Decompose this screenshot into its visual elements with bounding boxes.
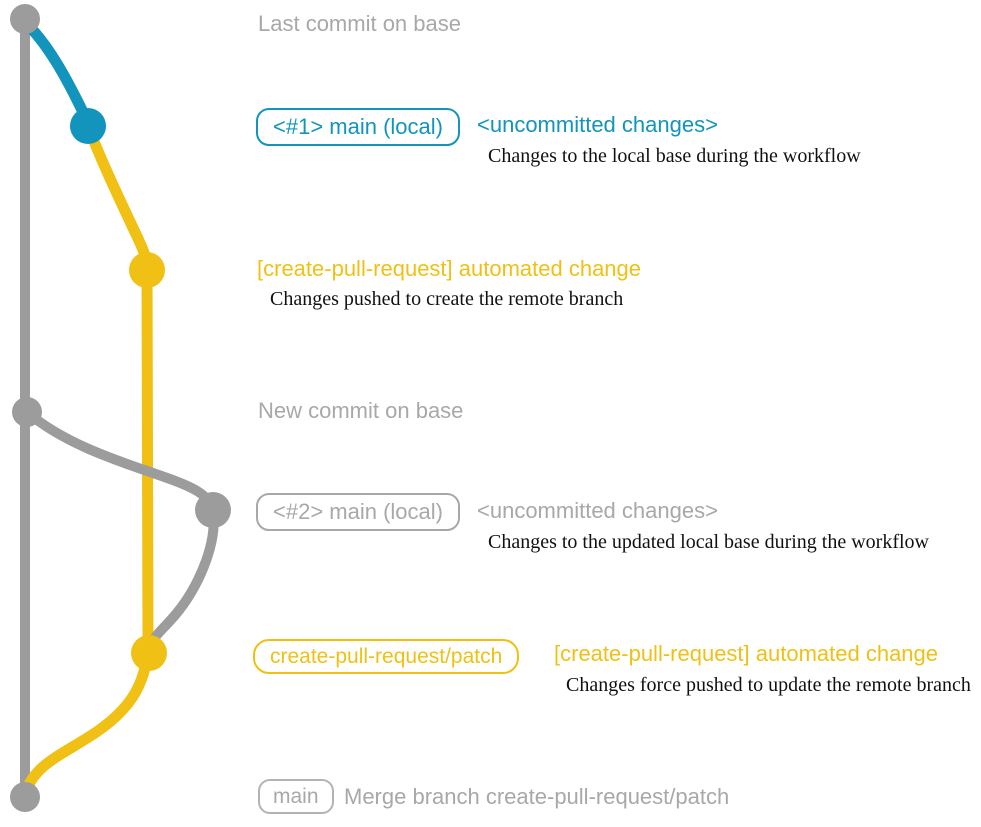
local-main-1-curve [19, 16, 94, 132]
commit-dot-local-main-1 [70, 108, 106, 144]
description-uncommitted-changes-2: Changes to the updated local base during… [488, 531, 929, 553]
branch-badge-create-pull-request-patch: create-pull-request/patch [253, 639, 520, 674]
branch-badge-main-local-1: <#1> main (local) [256, 108, 460, 146]
label-uncommitted-changes-1: <uncommitted changes> [477, 112, 718, 137]
description-automated-change-2: Changes force pushed to update the remot… [566, 674, 971, 696]
git-graph-svg [10, 4, 231, 812]
label-new-commit-on-base: New commit on base [258, 398, 464, 423]
label-automated-change-1: [create-pull-request] automated change [257, 256, 642, 281]
commit-dot-new-commit-on-base [12, 397, 42, 427]
local-main-2-curve [22, 407, 219, 655]
commit-dot-automated-change-2 [131, 635, 167, 671]
commit-dot-last-commit-on-base [10, 4, 40, 34]
description-automated-change-1: Changes pushed to create the remote bran… [270, 288, 624, 310]
commit-dot-merge-commit [10, 782, 40, 812]
label-last-commit-on-base: Last commit on base [258, 11, 461, 36]
commit-dot-local-main-2 [195, 492, 231, 528]
branch-badge-main-local-2: <#2> main (local) [256, 493, 460, 531]
branch-badge-main: main [258, 779, 334, 814]
commit-dot-automated-change-1 [129, 252, 165, 288]
label-uncommitted-changes-2: <uncommitted changes> [477, 498, 718, 523]
description-uncommitted-changes-1: Changes to the local base during the wor… [488, 145, 861, 167]
label-merge-commit-message: Merge branch create-pull-request/patch [344, 784, 730, 809]
label-automated-change-2: [create-pull-request] automated change [554, 641, 939, 666]
